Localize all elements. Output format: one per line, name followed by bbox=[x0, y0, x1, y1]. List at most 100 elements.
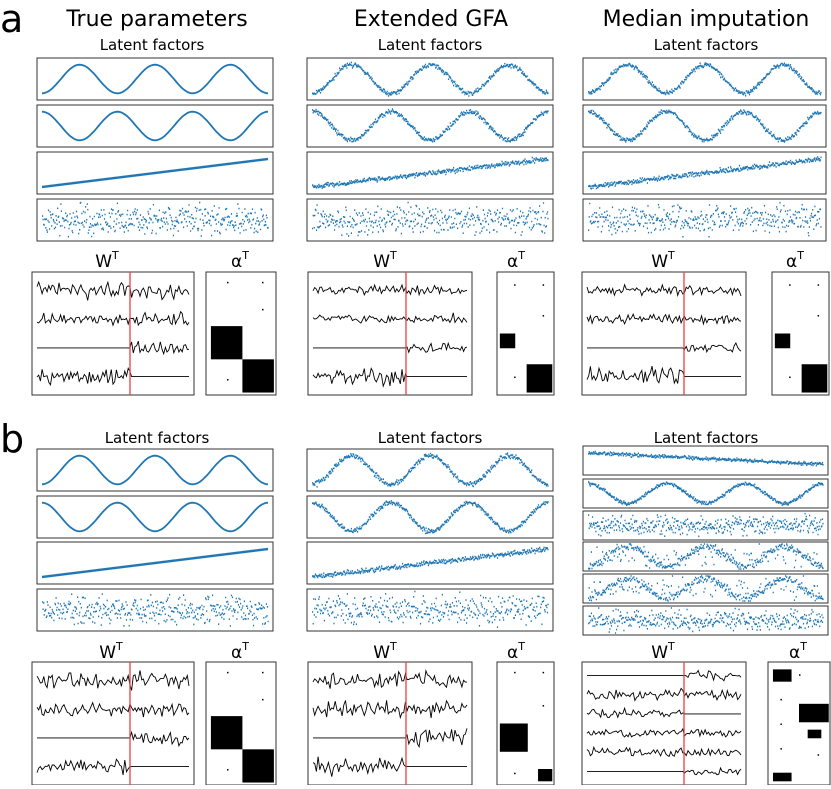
b-col3-factor-6-points bbox=[588, 607, 824, 634]
a-col1-factor-3-frame bbox=[36, 151, 274, 195]
b-col3-alpha-dot bbox=[780, 723, 782, 725]
b-col3-factor-1-points bbox=[588, 450, 824, 467]
b-col3-factor-6-frame bbox=[582, 605, 829, 636]
a-col1-weights-row bbox=[36, 310, 190, 327]
b-col2-alpha-dot bbox=[542, 705, 545, 707]
a-col1-weights-row bbox=[37, 340, 190, 356]
panel-b-letter: b bbox=[0, 417, 24, 461]
b-col1-alpha-dot bbox=[227, 769, 229, 771]
a-col3-alpha-dot bbox=[817, 315, 820, 317]
a-col3-factor-1-frame bbox=[582, 57, 827, 101]
a-col3-alpha-block bbox=[774, 333, 791, 349]
b-col1-weights-row bbox=[36, 670, 190, 691]
a-col1-alpha-block bbox=[242, 359, 274, 393]
b-col3-factor-3-points bbox=[588, 512, 824, 538]
b-col3-factor-4-frame bbox=[582, 541, 829, 572]
a-col3-alpha-dot bbox=[817, 284, 820, 286]
w-label-a-col3: WT bbox=[651, 249, 675, 272]
b-col2-factor-4-frame bbox=[306, 588, 554, 632]
b-col3-alpha-block bbox=[807, 729, 822, 739]
a-col1-factor-2-curve bbox=[41, 110, 269, 142]
b-col3-factor-5-frame bbox=[582, 573, 829, 604]
b-col1-factor-1-curve bbox=[41, 454, 269, 486]
panel-a-letter: a bbox=[0, 0, 23, 41]
b-col3-factor-3-frame bbox=[582, 510, 829, 541]
b-col3-weights-row bbox=[587, 766, 742, 776]
a-col3-factor-1-points bbox=[588, 62, 822, 97]
b-col3-weights-row bbox=[586, 687, 742, 702]
a-col1-alpha-dot bbox=[227, 379, 229, 381]
b-col2-factor-1-points bbox=[312, 452, 549, 488]
a-col3-weights-row bbox=[586, 365, 741, 385]
a-col3-alpha-block bbox=[801, 364, 828, 393]
b-col2-factor-4-points bbox=[312, 590, 549, 628]
a-col2-weights-row bbox=[313, 341, 468, 354]
b-col2-alpha-block bbox=[538, 769, 553, 782]
b-col2-alpha-dot bbox=[514, 671, 516, 674]
b-col2-factor-2-points bbox=[312, 500, 549, 535]
a-col3-factor-2-frame bbox=[582, 104, 827, 148]
b-col3-weights-row bbox=[586, 727, 742, 738]
b-col3-weights-row bbox=[586, 745, 742, 758]
heading-median-imputation: Median imputation bbox=[603, 7, 810, 32]
a-col2-alpha-dot bbox=[514, 376, 516, 379]
w-label-b-col1: WT bbox=[99, 640, 123, 663]
a-col2-factor-1-points bbox=[312, 61, 549, 97]
a-col2-factor-1-frame bbox=[306, 57, 554, 101]
b-col3-alpha-dot bbox=[780, 698, 782, 701]
b-col3-weights-frame bbox=[581, 661, 747, 786]
alpha-label-a-col2: αT bbox=[507, 249, 525, 272]
a-col3-weights-row bbox=[586, 313, 742, 326]
a-col1-factor-4-frame bbox=[36, 198, 274, 242]
b-col1-weights-row bbox=[36, 701, 190, 718]
b-col1-alpha-dot bbox=[262, 698, 264, 701]
b-col1-weights-row bbox=[37, 730, 190, 748]
b-col1-alpha-dot bbox=[262, 671, 264, 674]
b-col3-weights-row bbox=[586, 706, 741, 719]
alpha-label-b-col3: αT bbox=[789, 640, 807, 663]
a-col3-weights-frame bbox=[581, 271, 747, 396]
w-label-b-col2: WT bbox=[373, 640, 397, 663]
b-col1-alpha-block bbox=[242, 749, 274, 783]
a-col1-weights-frame bbox=[31, 271, 195, 396]
a-col1-factor-1-curve bbox=[41, 63, 269, 95]
b-col3-alpha-dot bbox=[817, 754, 820, 756]
a-col1-factor-3-curve bbox=[41, 157, 269, 189]
a-col2-alpha-dot bbox=[514, 284, 516, 286]
a-col1-factor-4-points bbox=[42, 201, 269, 238]
a-col3-factor-3-points bbox=[588, 156, 822, 190]
b-col3-factor-2-frame bbox=[582, 478, 829, 509]
alpha-label-b-col1: αT bbox=[231, 640, 249, 663]
b-col1-factor-3-curve bbox=[41, 547, 269, 579]
b-col3-factor-5-points bbox=[588, 575, 824, 602]
b-col3-alpha-block bbox=[772, 669, 792, 682]
a-col2-alpha-frame bbox=[496, 271, 555, 396]
a-col2-factor-2-points bbox=[312, 108, 549, 143]
b-col2-weights-row bbox=[312, 699, 468, 720]
b-col3-alpha-dot bbox=[780, 748, 782, 750]
subheading-a-col3: Latent factors bbox=[654, 36, 759, 54]
b-col1-factor-4-points bbox=[42, 593, 269, 627]
b-col3-factor-1-frame bbox=[582, 445, 829, 476]
b-col2-factor-3-points bbox=[312, 546, 549, 579]
alpha-label-a-col1: αT bbox=[231, 249, 249, 272]
a-col3-alpha-dot bbox=[789, 376, 791, 379]
b-col1-factor-4-frame bbox=[36, 588, 274, 632]
b-col3-alpha-dot bbox=[799, 674, 801, 676]
plot-layer bbox=[31, 57, 831, 786]
a-col2-alpha-dot bbox=[542, 315, 545, 317]
a-col2-weights-row bbox=[312, 283, 468, 297]
b-col1-alpha-block bbox=[210, 716, 243, 750]
a-col3-weights-row bbox=[587, 342, 742, 354]
a-col1-alpha-dot bbox=[262, 281, 264, 284]
b-col1-factor-3-frame bbox=[36, 541, 274, 585]
b-col2-factor-2-frame bbox=[306, 495, 554, 539]
a-col2-alpha-dot bbox=[542, 284, 545, 286]
a-col2-factor-4-points bbox=[312, 201, 549, 237]
heading-extended-gfa: Extended GFA bbox=[354, 7, 508, 32]
b-col3-alpha-block bbox=[799, 703, 829, 723]
a-col3-alpha-frame bbox=[771, 271, 830, 396]
b-col1-factor-2-frame bbox=[36, 495, 274, 539]
